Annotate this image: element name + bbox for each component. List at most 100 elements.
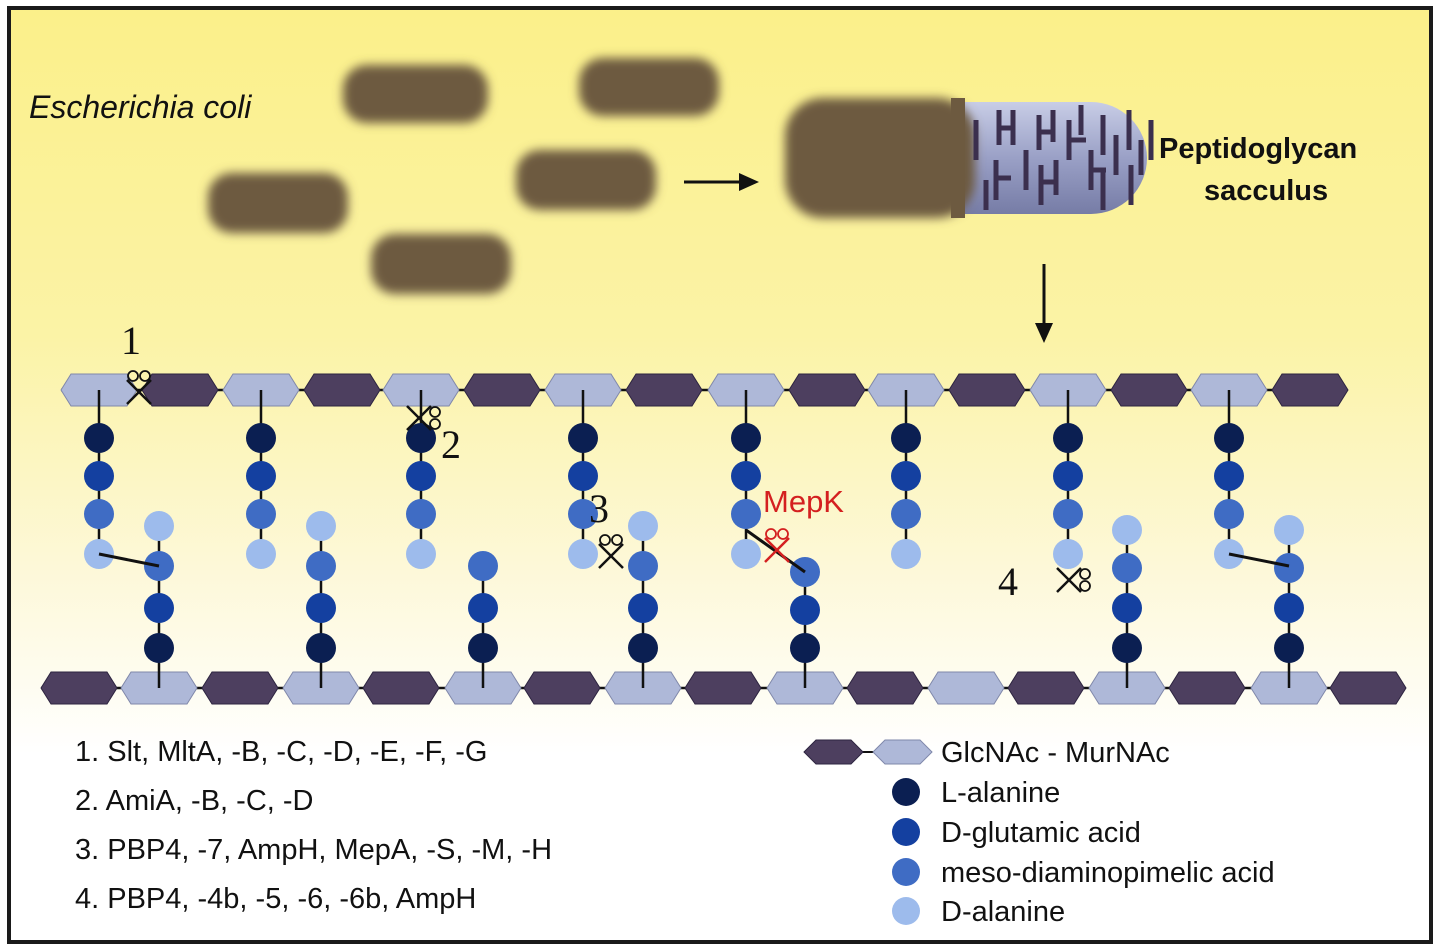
glcnac-sugar xyxy=(141,373,219,407)
glcnac-sugar xyxy=(523,671,601,705)
enzyme-list-item: 1. Slt, MltA, -B, -C, -D, -E, -F, -G xyxy=(75,736,487,768)
enzyme-list-item: 2. AmiA, -B, -C, -D xyxy=(75,785,313,817)
d-alanine-residue xyxy=(144,511,174,541)
d-glutamic-residue xyxy=(891,461,921,491)
dap-residue xyxy=(568,499,598,529)
l-alanine-residue xyxy=(406,423,436,453)
l-alanine-residue xyxy=(628,633,658,663)
mepk-label: MepK xyxy=(763,484,844,519)
legend-dap-dot xyxy=(892,858,920,886)
legend-l-alanine-dot xyxy=(892,778,920,806)
glcnac-sugar xyxy=(362,671,440,705)
enzyme-list: 1. Slt, MltA, -B, -C, -D, -E, -F, -G 2. … xyxy=(75,736,552,915)
dap-residue xyxy=(891,499,921,529)
scissors-icon xyxy=(406,405,441,431)
glcnac-sugar xyxy=(201,671,279,705)
glycan-strand-top xyxy=(60,373,1349,407)
glcnac-sugar xyxy=(40,671,118,705)
site-label-2: 2 xyxy=(441,422,461,467)
glcnac-sugar xyxy=(846,671,924,705)
scissors-icon xyxy=(764,528,790,563)
d-glutamic-residue xyxy=(144,593,174,623)
legend-label-d-glutamic: D-glutamic acid xyxy=(941,817,1141,849)
dap-residue xyxy=(406,499,436,529)
d-alanine-residue xyxy=(406,539,436,569)
glycan-strand-bottom xyxy=(40,671,1407,705)
ecoli-cell xyxy=(343,65,488,123)
d-glutamic-residue xyxy=(84,461,114,491)
d-glutamic-residue xyxy=(1274,593,1304,623)
dap-residue xyxy=(1112,553,1142,583)
dap-residue xyxy=(1274,553,1304,583)
ecoli-cells xyxy=(208,58,719,294)
enzyme-list-item: 4. PBP4, -4b, -5, -6, -6b, AmpH xyxy=(75,883,476,915)
legend-label-d-alanine: D-alanine xyxy=(941,896,1065,928)
l-alanine-residue xyxy=(1053,423,1083,453)
l-alanine-residue xyxy=(731,423,761,453)
l-alanine-residue xyxy=(1112,633,1142,663)
arrow-down-icon xyxy=(1035,264,1053,343)
d-alanine-residue xyxy=(568,539,598,569)
dap-residue xyxy=(246,499,276,529)
sacculus-label-line1: Peptidoglycan xyxy=(1159,133,1357,165)
d-alanine-residue xyxy=(1274,515,1304,545)
site-label-4: 4 xyxy=(998,559,1018,604)
glcnac-sugar xyxy=(625,373,703,407)
site-label-1: 1 xyxy=(121,318,141,363)
dap-residue xyxy=(84,499,114,529)
murnac-sugar xyxy=(927,671,1005,705)
d-glutamic-residue xyxy=(790,595,820,625)
l-alanine-residue xyxy=(306,633,336,663)
glcnac-sugar xyxy=(303,373,381,407)
d-glutamic-residue xyxy=(468,593,498,623)
site-label-3: 3 xyxy=(589,486,609,531)
d-glutamic-residue xyxy=(731,461,761,491)
d-glutamic-residue xyxy=(1214,461,1244,491)
l-alanine-residue xyxy=(1274,633,1304,663)
d-glutamic-residue xyxy=(568,461,598,491)
d-alanine-residue xyxy=(628,511,658,541)
d-alanine-residue xyxy=(891,539,921,569)
dap-residue xyxy=(1053,499,1083,529)
peptidoglycan-diagram: Escherichia coli Peptidoglycan sacculus … xyxy=(29,58,1407,928)
l-alanine-residue xyxy=(468,633,498,663)
d-alanine-residue xyxy=(731,539,761,569)
dap-residue xyxy=(731,499,761,529)
d-glutamic-residue xyxy=(406,461,436,491)
glcnac-sugar xyxy=(1271,373,1349,407)
glcnac-sugar xyxy=(1110,373,1188,407)
legend-glycan-icon xyxy=(803,739,933,765)
glcnac-sugar xyxy=(788,373,866,407)
scissors-icon xyxy=(1056,567,1091,593)
dap-residue xyxy=(468,551,498,581)
dap-residue xyxy=(628,551,658,581)
legend: GlcNAc - MurNAc L-alanine D-glutamic aci… xyxy=(803,737,1275,928)
d-glutamic-residue xyxy=(1053,461,1083,491)
d-glutamic-residue xyxy=(306,593,336,623)
d-glutamic-residue xyxy=(628,593,658,623)
l-alanine-residue xyxy=(144,633,174,663)
organism-label: Escherichia coli xyxy=(29,89,252,125)
dap-residue xyxy=(306,551,336,581)
l-alanine-residue xyxy=(790,633,820,663)
ecoli-cell xyxy=(208,173,348,233)
crosslink xyxy=(98,552,160,568)
dap-residue xyxy=(1214,499,1244,529)
l-alanine-residue xyxy=(891,423,921,453)
legend-label-l-alanine: L-alanine xyxy=(941,777,1060,809)
glcnac-sugar xyxy=(463,373,541,407)
diagram-frame: Escherichia coli Peptidoglycan sacculus … xyxy=(7,6,1433,944)
d-alanine-residue xyxy=(246,539,276,569)
arrow-right-icon xyxy=(684,173,759,191)
glcnac-sugar xyxy=(1329,671,1407,705)
legend-d-glutamic-dot xyxy=(892,818,920,846)
crosslink xyxy=(1228,552,1290,568)
sacculus-cell xyxy=(785,98,1154,218)
l-alanine-residue xyxy=(568,423,598,453)
l-alanine-residue xyxy=(84,423,114,453)
legend-label-dap: meso-diaminopimelic acid xyxy=(941,857,1275,889)
ecoli-cell xyxy=(516,150,656,210)
enzyme-list-item: 3. PBP4, -7, AmpH, MepA, -S, -M, -H xyxy=(75,834,552,866)
ecoli-cell xyxy=(371,234,511,294)
l-alanine-residue xyxy=(1214,423,1244,453)
